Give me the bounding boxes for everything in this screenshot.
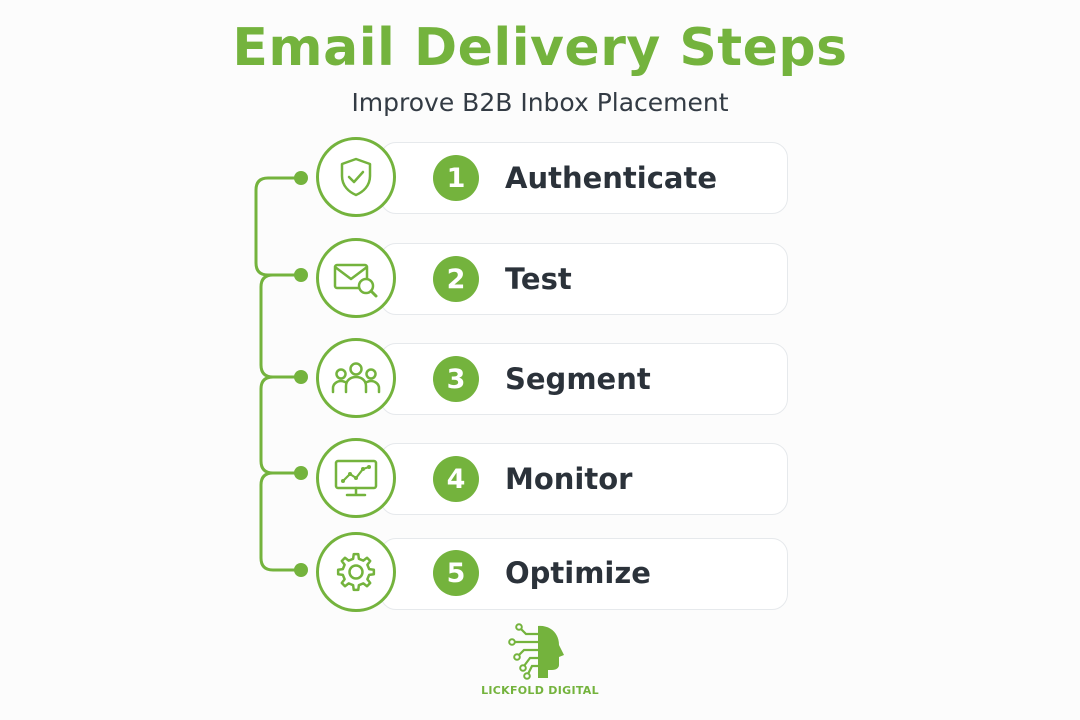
step-icon-circle: [316, 438, 396, 518]
step-number-badge: 4: [433, 456, 479, 502]
connector-dot: [294, 466, 308, 480]
step-number-badge: 5: [433, 550, 479, 596]
step-label: Optimize: [505, 556, 651, 590]
page-title: Email Delivery Steps: [232, 18, 848, 78]
connector-dot: [294, 563, 308, 577]
step-number-badge: 2: [433, 256, 479, 302]
connector-dot: [294, 370, 308, 384]
shield-check-icon: [340, 157, 372, 197]
page-subtitle: Improve B2B Inbox Placement: [351, 88, 729, 117]
step-label: Test: [505, 262, 572, 296]
step-label: Authenticate: [505, 161, 718, 195]
step-icon-circle: [316, 338, 396, 418]
step-icon-circle: [316, 238, 396, 318]
gear-outline: [336, 552, 376, 592]
people-group-icon: [331, 362, 381, 394]
step-icon-circle: [316, 137, 396, 217]
envelope-search-icon: [333, 263, 378, 298]
monitor-chart-icon: [334, 459, 378, 497]
circuit-head-icon: [508, 623, 564, 680]
connector-dot: [294, 268, 308, 282]
step-number-badge: 1: [433, 155, 479, 201]
connector-dot: [294, 171, 308, 185]
step-label: Segment: [505, 362, 651, 396]
gear-icon: [336, 552, 376, 592]
step-label: Monitor: [505, 462, 633, 496]
step-number-badge: 3: [433, 356, 479, 402]
brand-name: LICKFOLD DIGITAL: [481, 684, 599, 697]
step-icon-circle: [316, 532, 396, 612]
